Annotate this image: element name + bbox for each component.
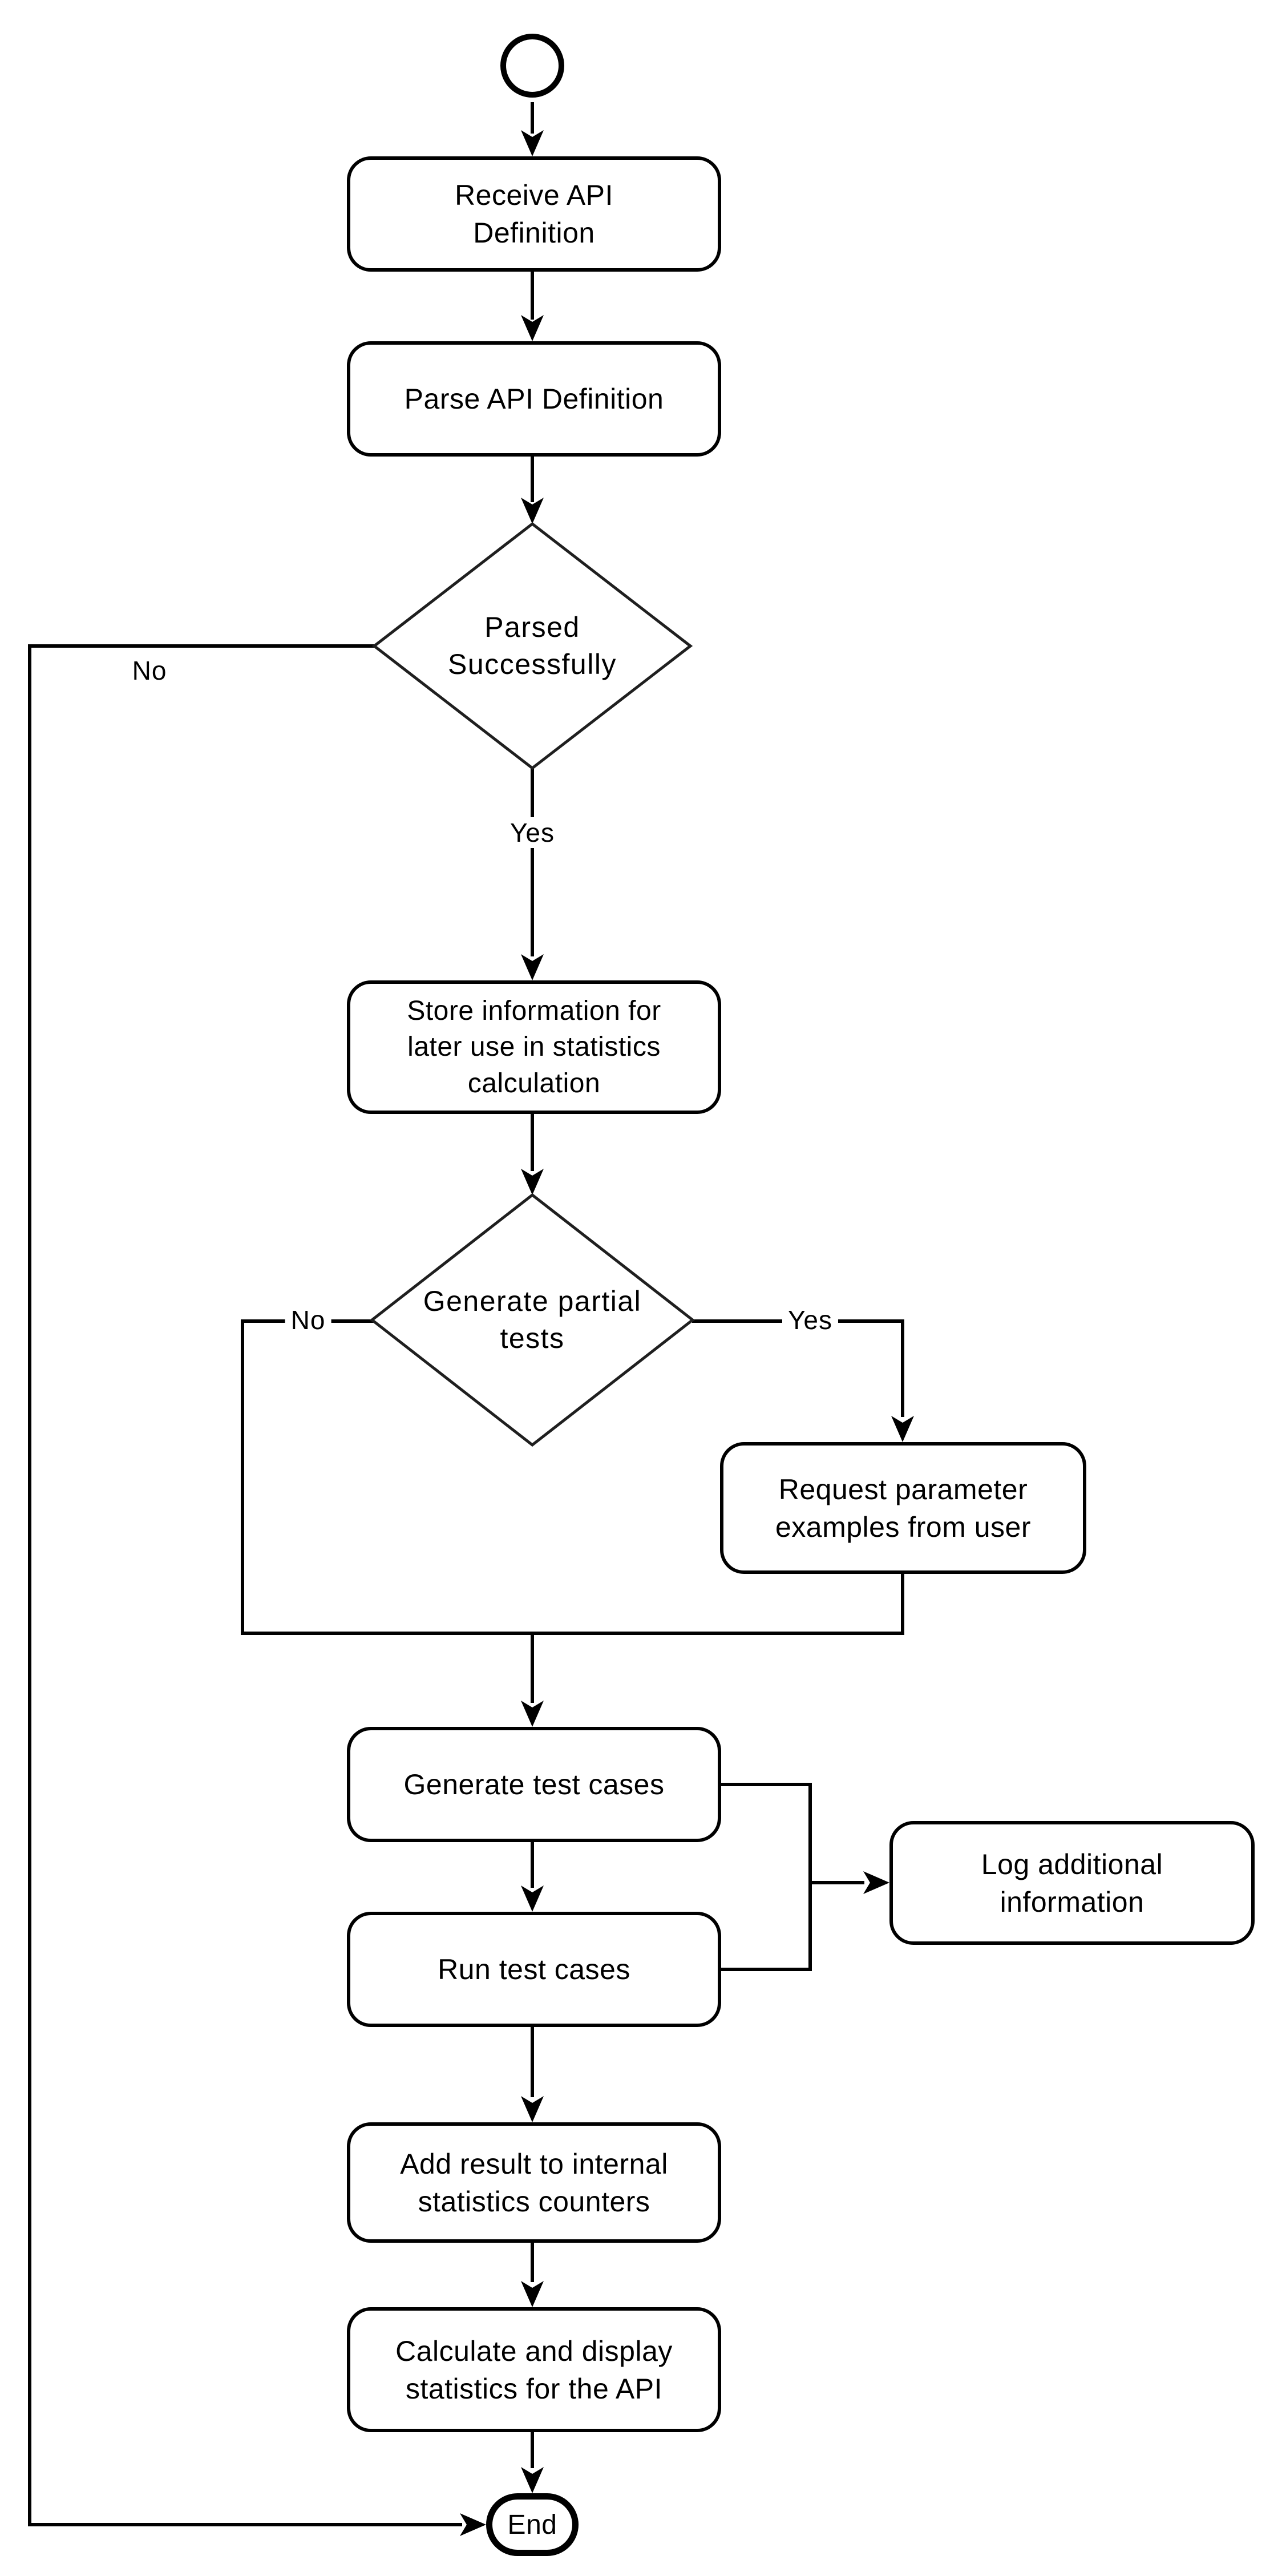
edge-receive-to-parse (531, 272, 534, 320)
arrowhead-down-icon (521, 1169, 544, 1195)
edge-parsed-no-rail (28, 644, 31, 2526)
activity-receive-api-definition: Receive API Definition (347, 156, 721, 272)
edge-label-partial-no: No (285, 1305, 331, 1335)
edge-label-partial-yes: Yes (782, 1305, 839, 1335)
activity-calculate-and-display-statistics: Calculate and display statistics for the… (347, 2307, 721, 2432)
edge-bracket-vertical (808, 1783, 812, 1971)
arrowhead-down-icon (521, 954, 544, 980)
arrowhead-down-icon (521, 2467, 544, 2493)
activity-label: Parse API Definition (404, 383, 664, 415)
edge-bracket-to-log (812, 1881, 864, 1884)
diamond-shape-icon (372, 522, 693, 770)
arrowhead-down-icon (521, 130, 544, 156)
activity-label: Generate test cases (403, 1769, 665, 1800)
edge-run-to-addresult (531, 2027, 534, 2097)
activity-label: Request parameter examples from user (775, 1473, 1032, 1543)
edge-generate-to-bracket (721, 1783, 812, 1786)
edge-generate-to-run (531, 1842, 534, 1888)
activity-label: Run test cases (438, 1953, 630, 1985)
arrowhead-down-icon (521, 1885, 544, 1912)
edge-parsed-no-to-end (30, 2523, 462, 2526)
edge-merge-horizontal (242, 1632, 904, 1635)
diamond-shape-icon (370, 1193, 695, 1447)
activity-request-parameter-examples: Request parameter examples from user (720, 1442, 1086, 1574)
activity-generate-test-cases: Generate test cases (347, 1727, 721, 1842)
activity-label: Store information for later use in stati… (407, 995, 661, 1099)
edge-calculate-to-end (531, 2432, 534, 2468)
edge-store-to-decision (531, 1114, 534, 1171)
activity-label: Log additional information (981, 1848, 1163, 1918)
activity-add-result-to-counters: Add result to internal statistics counte… (347, 2122, 721, 2243)
arrowhead-down-icon (891, 1416, 914, 1442)
edge-parse-to-decision (531, 457, 534, 502)
activity-label: Calculate and display statistics for the… (395, 2335, 673, 2405)
edge-partial-yes-vertical (901, 1319, 904, 1417)
arrowhead-right-icon (863, 1871, 889, 1894)
edge-partial-no-vertical (241, 1319, 244, 1635)
end-label: End (507, 2509, 557, 2540)
arrowhead-down-icon (521, 2281, 544, 2307)
edge-label-parsed-no: No (132, 656, 167, 685)
decision-parsed-successfully: Parsed Successfully (372, 522, 693, 770)
activity-store-information: Store information for later use in stati… (347, 980, 721, 1114)
activity-label: Receive API Definition (455, 179, 613, 249)
activity-log-additional-information: Log additional information (889, 1821, 1255, 1945)
edge-parsed-yes (531, 768, 534, 956)
decision-label: Parsed Successfully (448, 611, 617, 680)
activity-run-test-cases: Run test cases (347, 1912, 721, 2027)
edge-run-to-bracket (721, 1968, 812, 1971)
activity-parse-api-definition: Parse API Definition (347, 341, 721, 457)
edge-merge-to-generate (531, 1635, 534, 1703)
end-node: End (486, 2493, 579, 2556)
edge-addresult-to-calculate (531, 2243, 534, 2282)
edge-parsed-no-horizontal (30, 644, 377, 648)
decision-generate-partial-tests: Generate partial tests (370, 1193, 695, 1447)
edge-label-parsed-yes: Yes (504, 817, 561, 848)
arrowhead-right-icon (460, 2513, 486, 2536)
activity-label: Add result to internal statistics counte… (400, 2147, 668, 2218)
decision-label: Generate partial tests (423, 1285, 642, 1354)
edge-start-to-receive (531, 102, 534, 134)
arrowhead-down-icon (521, 1701, 544, 1727)
start-node (500, 34, 564, 98)
edge-request-to-merge (901, 1574, 904, 1635)
arrowhead-down-icon (521, 2096, 544, 2122)
